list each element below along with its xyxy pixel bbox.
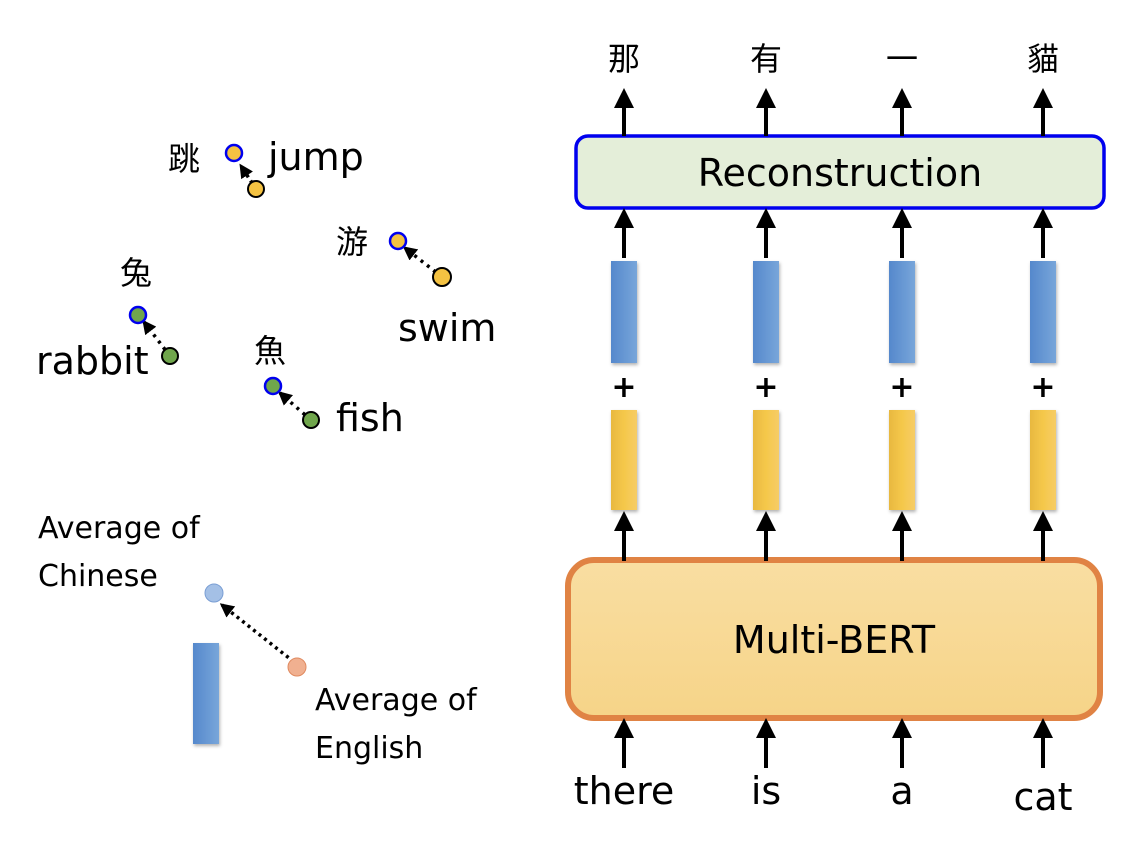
english-label-rabbit: rabbit <box>36 339 149 383</box>
token-columns: 那 + there 有 + is 一 + a 貓 + cat <box>574 40 1073 819</box>
output-token: 貓 <box>1027 40 1059 78</box>
output-token: 那 <box>608 40 640 78</box>
embedding-bar <box>611 410 637 510</box>
shift-arrow <box>239 163 258 190</box>
embedding-bar <box>1030 410 1056 510</box>
embedding-bar <box>753 410 779 510</box>
output-token: 一 <box>886 40 918 78</box>
english-label-jump: jump <box>267 135 364 179</box>
shift-vector-bar <box>193 643 219 744</box>
english-label-fish: fish <box>336 396 404 440</box>
average-chinese-label-line1: Average of <box>38 511 201 546</box>
reconstruction-box <box>574 134 1106 210</box>
word-pair-fish: 魚 fish <box>254 332 404 440</box>
average-chinese-label-line2: Chinese <box>38 559 158 594</box>
output-token: 有 <box>750 40 782 78</box>
chinese-label-swim: 游 <box>336 223 368 261</box>
plus-sign: + <box>611 370 636 405</box>
encoder-block: Multi-BERT <box>565 557 1103 721</box>
reconstruction-label: Reconstruction <box>698 151 982 195</box>
average-shift-arrow <box>219 603 296 664</box>
english-point <box>247 180 265 198</box>
multi-bert-box <box>565 557 1103 721</box>
english-point <box>432 267 452 287</box>
multi-bert-label: Multi-BERT <box>733 618 936 662</box>
shift-vector-bar <box>753 261 779 363</box>
average-english-point <box>287 657 307 677</box>
english-label-swim: swim <box>398 306 496 350</box>
input-token: there <box>574 769 675 813</box>
token-column: 有 + is <box>750 40 782 813</box>
word-pair-swim: 游 swim <box>336 223 496 350</box>
embedding-space-panel: 跳 jump 游 swim 兔 rabbit 魚 fish <box>36 135 496 766</box>
chinese-label-jump: 跳 <box>168 140 200 178</box>
shift-vector-bar <box>1030 261 1056 363</box>
chinese-label-fish: 魚 <box>254 332 286 370</box>
shift-arrow <box>277 391 313 422</box>
word-pair-rabbit: 兔 rabbit <box>36 254 179 383</box>
english-point <box>302 411 320 429</box>
token-column: 一 + a <box>886 40 918 813</box>
average-english-label-line1: Average of <box>315 683 478 718</box>
shift-vector-bar <box>889 261 915 363</box>
input-token: a <box>890 769 913 813</box>
token-column: 那 + there <box>574 40 675 813</box>
plus-sign: + <box>889 370 914 405</box>
average-shift: Average of Chinese Average of English <box>38 511 478 766</box>
chinese-point <box>388 231 408 251</box>
token-column: 貓 + cat <box>1013 40 1072 819</box>
word-pair-jump: 跳 jump <box>168 135 364 198</box>
english-point <box>161 347 179 365</box>
average-chinese-point <box>204 583 224 603</box>
input-token: is <box>751 769 781 813</box>
embedding-bar <box>889 410 915 510</box>
plus-sign: + <box>753 370 778 405</box>
chinese-point <box>224 143 244 163</box>
plus-sign: + <box>1030 370 1055 405</box>
architecture-panel: Reconstruction Multi-BERT 那 + there 有 + is 一 + a… <box>565 40 1106 819</box>
chinese-point <box>128 305 148 325</box>
chinese-point <box>263 376 283 396</box>
reconstruction-block: Reconstruction <box>574 134 1106 210</box>
chinese-label-rabbit: 兔 <box>120 254 152 292</box>
shift-vector-bar <box>611 261 637 363</box>
input-token: cat <box>1013 775 1072 819</box>
average-english-label-line2: English <box>315 731 423 766</box>
